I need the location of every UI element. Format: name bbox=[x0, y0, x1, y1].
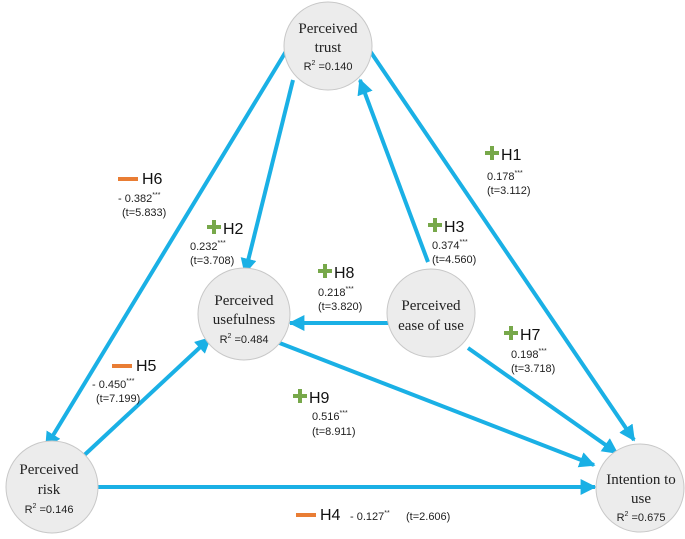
path-coefficient: - 0.382*** bbox=[118, 192, 161, 205]
t-statistic: (t=3.820) bbox=[318, 301, 362, 313]
plus-icon bbox=[318, 264, 332, 278]
hypothesis-label: H3 bbox=[444, 219, 465, 236]
arrow-ease-to-trust-h3 bbox=[357, 78, 430, 263]
node-title-line1: Intention to bbox=[606, 472, 676, 488]
node-circle bbox=[283, 1, 373, 91]
node-perceived-risk: Perceived risk R2 =0.146 bbox=[5, 440, 99, 534]
node-title-line1: Perceived bbox=[298, 21, 358, 37]
hypothesis-label: H6 bbox=[142, 171, 163, 188]
arrow-trust-to-usefulness-h2 bbox=[240, 79, 295, 275]
plus-icon bbox=[207, 220, 221, 234]
path-coefficient: 0.232*** bbox=[190, 240, 226, 253]
hypothesis-label: H4 bbox=[320, 507, 341, 524]
t-statistic: (t=8.911) bbox=[312, 426, 356, 438]
path-coefficient: 0.218*** bbox=[318, 286, 354, 299]
t-statistic: (t=4.560) bbox=[432, 254, 476, 266]
t-statistic: (t=3.708) bbox=[190, 255, 234, 267]
node-circle bbox=[595, 443, 685, 533]
node-title-line2: ease of use bbox=[398, 318, 464, 334]
node-r-squared: R2 =0.675 bbox=[617, 511, 666, 524]
plus-icon bbox=[504, 326, 518, 340]
node-title-line2: use bbox=[631, 491, 651, 507]
hypothesis-h7: H7 0.198*** (t=3.718) bbox=[504, 326, 555, 375]
node-title-line1: Perceived bbox=[19, 462, 79, 478]
node-r-squared: R2 =0.484 bbox=[220, 333, 269, 346]
minus-icon bbox=[118, 177, 138, 181]
arrow-trust-to-intention-h1 bbox=[366, 46, 636, 442]
path-coefficient: - 0.127** bbox=[350, 510, 390, 523]
t-statistic: (t=3.718) bbox=[511, 363, 555, 375]
path-coefficient: 0.178*** bbox=[487, 170, 523, 183]
t-statistic: (t=2.606) bbox=[406, 511, 450, 523]
hypothesis-h2: H2 0.232*** (t=3.708) bbox=[190, 220, 244, 267]
plus-icon bbox=[428, 218, 442, 232]
hypothesis-label: H9 bbox=[309, 390, 330, 407]
t-statistic: (t=3.112) bbox=[487, 185, 531, 197]
hypothesis-h4: H4 - 0.127** (t=2.606) bbox=[296, 507, 450, 524]
node-circle bbox=[197, 267, 291, 361]
hypothesis-label: H2 bbox=[223, 221, 244, 238]
node-intention-to-use: Intention to use R2 =0.675 bbox=[595, 443, 685, 533]
hypothesis-h3: H3 0.374*** (t=4.560) bbox=[428, 218, 476, 266]
hypothesis-h5: H5 - 0.450*** (t=7.199) bbox=[92, 358, 157, 405]
t-statistic: (t=5.833) bbox=[122, 207, 166, 219]
hypothesis-label: H8 bbox=[334, 265, 355, 282]
hypothesis-h1: H1 0.178*** (t=3.112) bbox=[485, 146, 531, 197]
hypothesis-h8: H8 0.218*** (t=3.820) bbox=[318, 264, 362, 313]
arrow-usefulness-to-intention-h9 bbox=[276, 340, 596, 468]
node-circle bbox=[386, 268, 476, 358]
arrow-ease-to-intention-h7 bbox=[466, 346, 619, 455]
node-r-squared: R2 =0.146 bbox=[25, 503, 74, 516]
node-title-line1: Perceived bbox=[214, 293, 274, 309]
minus-icon bbox=[296, 513, 316, 517]
node-perceived-ease-of-use: Perceived ease of use bbox=[386, 268, 476, 358]
arrow-trust-to-risk-h6 bbox=[44, 46, 290, 449]
node-r-squared: R2 =0.140 bbox=[304, 60, 353, 73]
node-circle bbox=[5, 440, 99, 534]
hypothesis-label: H7 bbox=[520, 327, 541, 344]
arrow-risk-to-usefulness-h5 bbox=[76, 336, 212, 463]
hypothesis-h9: H9 0.516*** (t=8.911) bbox=[293, 389, 356, 438]
path-coefficient: 0.374*** bbox=[432, 239, 468, 252]
hypothesis-h6: H6 - 0.382*** (t=5.833) bbox=[118, 171, 166, 219]
node-title-line2: usefulness bbox=[213, 312, 276, 328]
path-coefficient: 0.198*** bbox=[511, 348, 547, 361]
hypothesis-label: H5 bbox=[136, 358, 157, 375]
path-coefficient: 0.516*** bbox=[312, 410, 348, 423]
node-title-line2: trust bbox=[315, 40, 343, 56]
t-statistic: (t=7.199) bbox=[96, 393, 140, 405]
path-coefficient: - 0.450*** bbox=[92, 378, 135, 391]
node-title-line1: Perceived bbox=[401, 298, 461, 314]
node-perceived-usefulness: Perceived usefulness R2 =0.484 bbox=[197, 267, 291, 361]
path-arrows bbox=[44, 46, 636, 495]
node-title-line2: risk bbox=[38, 482, 61, 498]
plus-icon bbox=[293, 389, 307, 403]
node-perceived-trust: Perceived trust R2 =0.140 bbox=[283, 1, 373, 91]
hypothesis-label: H1 bbox=[501, 147, 522, 164]
plus-icon bbox=[485, 146, 499, 160]
minus-icon bbox=[112, 364, 132, 368]
